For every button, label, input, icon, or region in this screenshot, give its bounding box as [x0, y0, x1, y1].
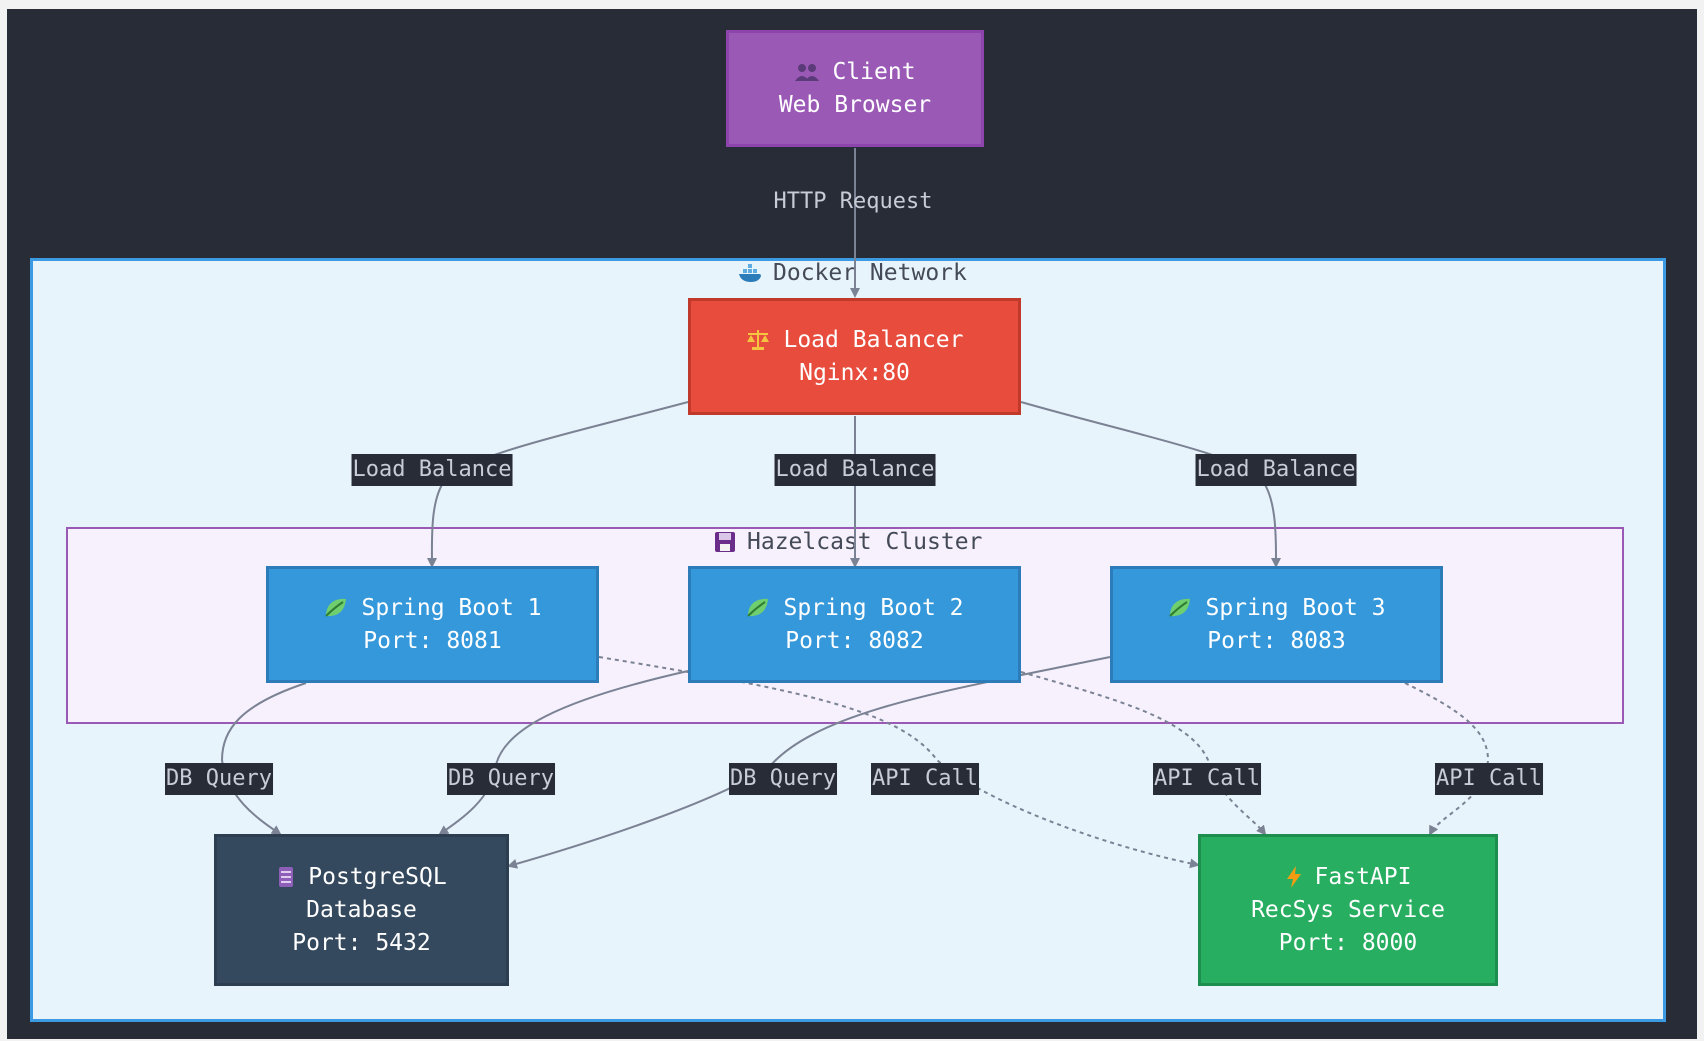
docker-network-title: Docker Network [737, 260, 967, 286]
edge-api-call-1 [598, 656, 1200, 869]
spring-boot-1-title: Spring Boot 1 [361, 594, 542, 621]
edge-label-api-call-1: API Call [871, 763, 979, 795]
spring-boot-1-port: Port: 8081 [363, 627, 502, 654]
fastapi-node[interactable]: FastAPI RecSys Service Port: 8000 [1198, 834, 1498, 986]
edge-label-load-balance-2: Load Balance [774, 454, 936, 486]
edge-db-query-1 [220, 682, 307, 836]
floppy-disk-icon [713, 530, 737, 554]
fastapi-title: FastAPI [1314, 863, 1412, 890]
load-balancer-subtitle: Nginx:80 [799, 359, 910, 386]
hazelcast-cluster-label: Hazelcast Cluster [747, 529, 983, 555]
edge-label-http-request: HTTP Request [773, 189, 933, 214]
leaf-icon [745, 596, 771, 620]
edge-api-call-2 [1020, 671, 1267, 836]
edge-label-api-call-3: API Call [1435, 763, 1543, 795]
client-node[interactable]: Client Web Browser [726, 30, 984, 147]
postgresql-node[interactable]: PostgreSQL Database Port: 5432 [214, 834, 509, 986]
fastapi-port: Port: 8000 [1278, 929, 1418, 956]
docker-network-label: Docker Network [773, 260, 967, 286]
edge-label-load-balance-3: Load Balance [1195, 454, 1357, 486]
leaf-icon [323, 596, 349, 620]
edge-db-query-3 [507, 656, 1111, 869]
edge-label-db-query-1: DB Query [165, 763, 273, 795]
edge-label-api-call-2: API Call [1153, 763, 1261, 795]
database-icon [276, 865, 296, 889]
edge-db-query-2 [438, 670, 689, 836]
edge-label-load-balance-1: Load Balance [351, 454, 513, 486]
whale-icon [737, 261, 763, 285]
leaf-icon [1167, 596, 1193, 620]
users-icon [794, 62, 820, 82]
postgresql-subtitle: Database [306, 896, 417, 923]
spring-boot-2-port: Port: 8082 [785, 627, 924, 654]
load-balancer-title: Load Balancer [783, 326, 964, 353]
fastapi-subtitle: RecSys Service [1251, 896, 1445, 923]
spring-boot-3-port: Port: 8083 [1207, 627, 1346, 654]
client-title: Client [832, 58, 916, 85]
postgresql-title: PostgreSQL [308, 863, 447, 890]
client-subtitle: Web Browser [778, 91, 932, 118]
spring-boot-3-node[interactable]: Spring Boot 3 Port: 8083 [1110, 566, 1443, 683]
spring-boot-2-title: Spring Boot 2 [783, 594, 964, 621]
postgresql-port: Port: 5432 [292, 929, 431, 956]
edge-label-db-query-2: DB Query [447, 763, 555, 795]
spring-boot-2-node[interactable]: Spring Boot 2 Port: 8082 [688, 566, 1021, 683]
edge-label-db-query-3: DB Query [729, 763, 837, 795]
spring-boot-1-node[interactable]: Spring Boot 1 Port: 8081 [266, 566, 599, 683]
hazelcast-cluster-title: Hazelcast Cluster [713, 529, 982, 555]
edge-api-call-3 [1404, 682, 1490, 836]
lightning-icon [1285, 865, 1303, 889]
spring-boot-3-title: Spring Boot 3 [1205, 594, 1386, 621]
load-balancer-node[interactable]: Load Balancer Nginx:80 [688, 298, 1021, 415]
scales-icon [745, 328, 771, 352]
